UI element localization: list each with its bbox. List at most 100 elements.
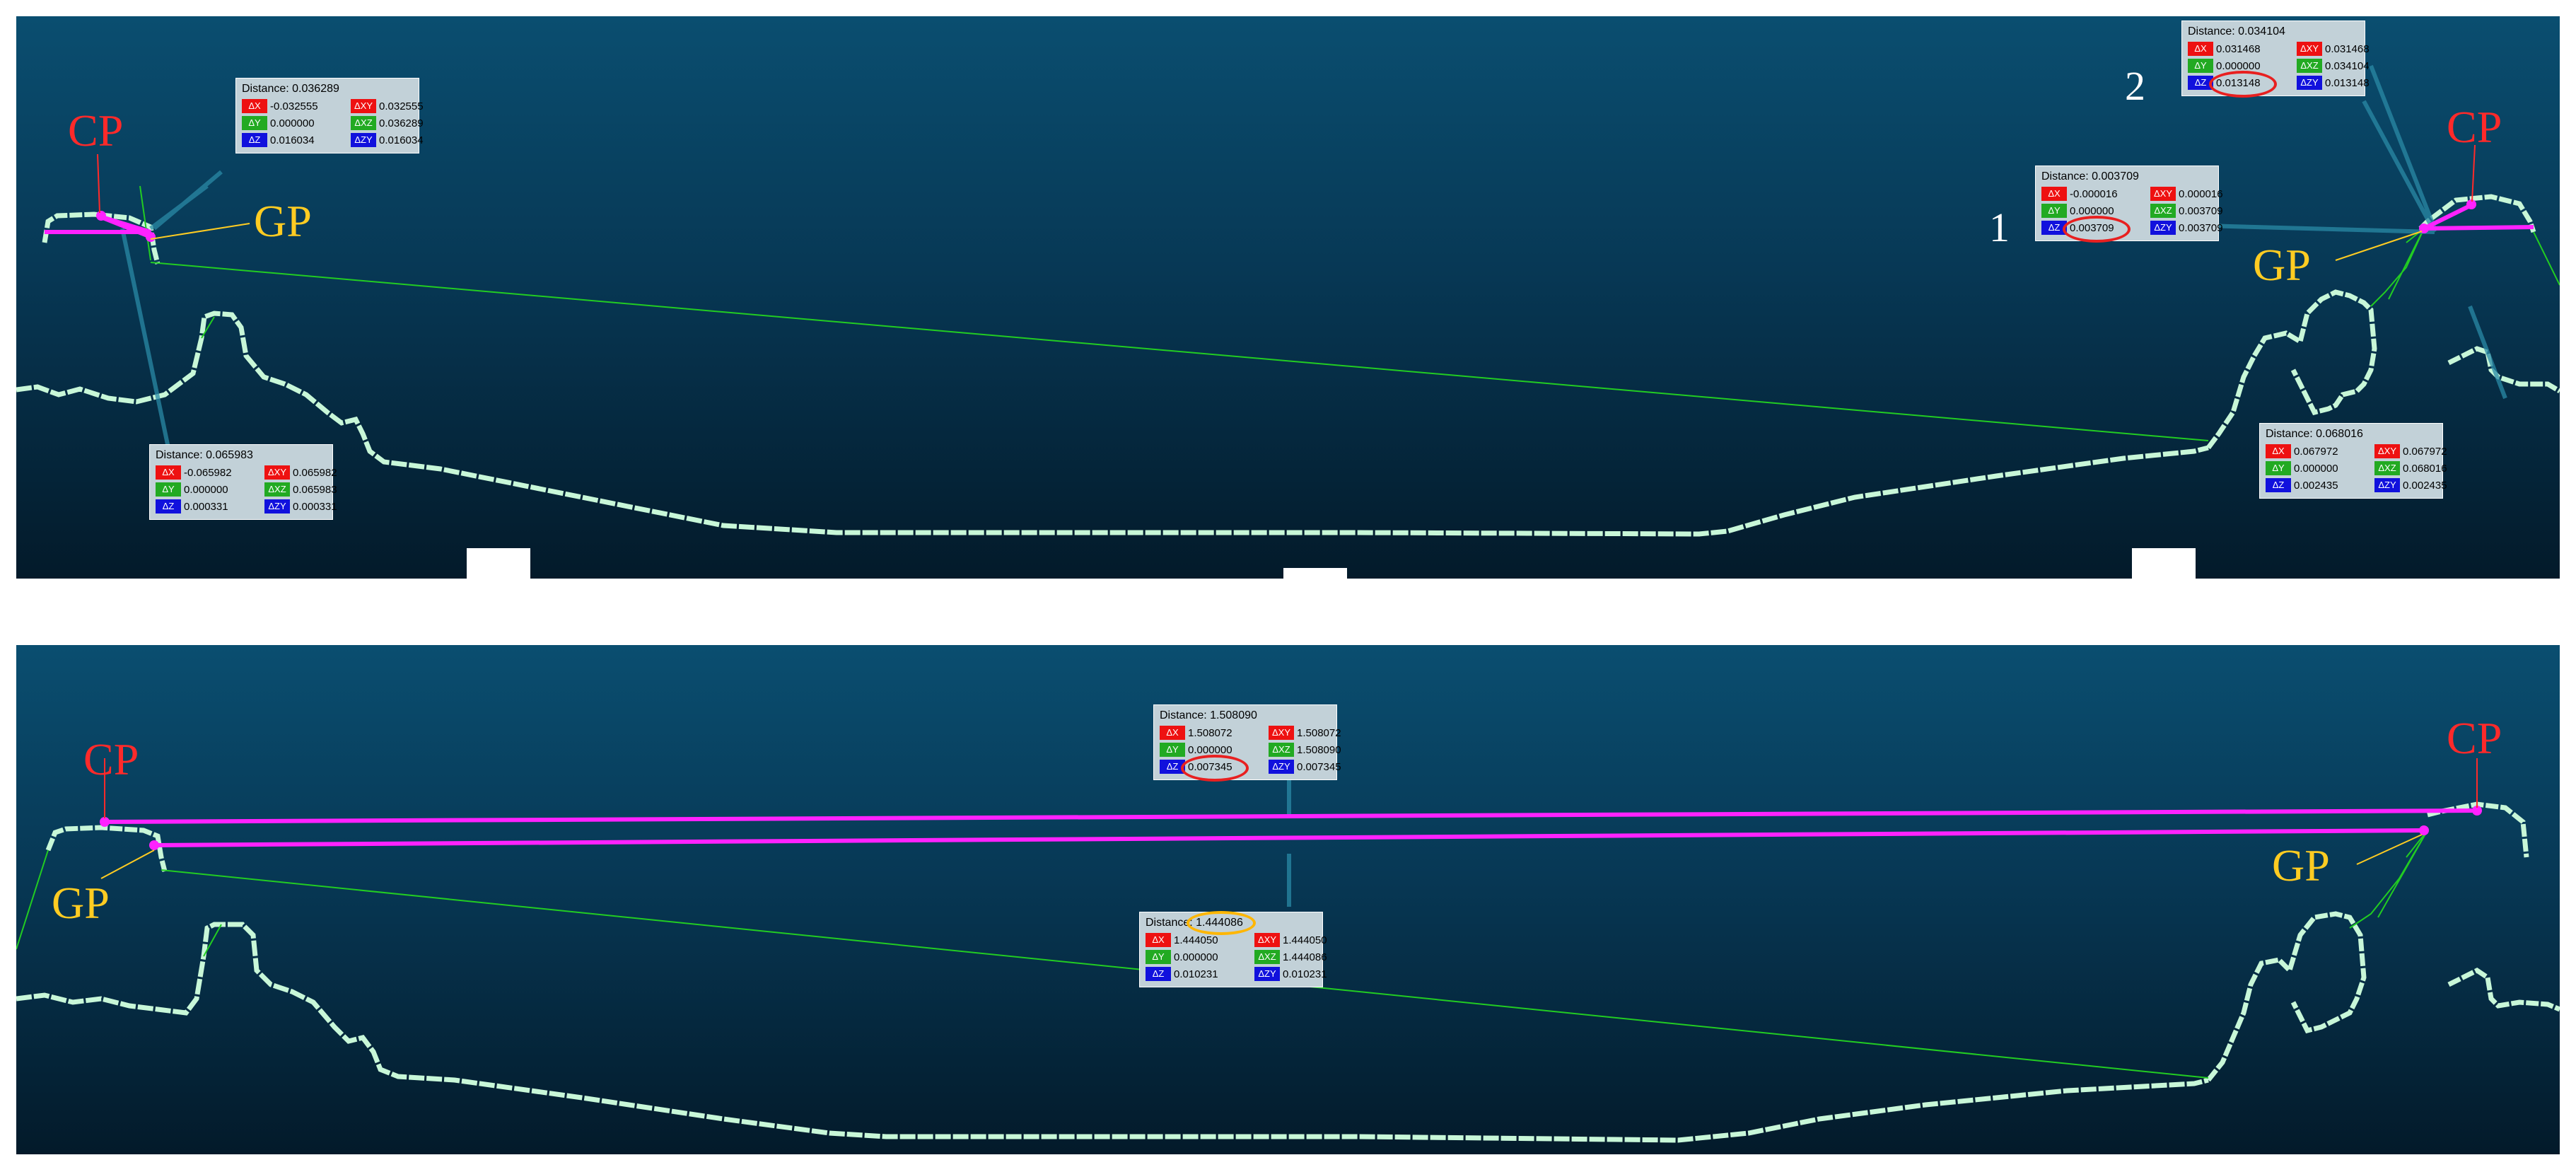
dxz-value: 1.508090 bbox=[1297, 743, 1341, 756]
dx-tag: ΔX bbox=[2188, 42, 2213, 56]
dy-value: 0.000000 bbox=[1188, 743, 1232, 756]
distance-label: Distance: bbox=[2266, 428, 2313, 440]
dy-value: 0.000000 bbox=[1174, 951, 1218, 963]
dxz-tag: ΔXZ bbox=[2297, 59, 2322, 73]
green-left-strut bbox=[203, 924, 222, 957]
dz-value: 0.007345 bbox=[1181, 754, 1266, 782]
cp-label-top-left: CP bbox=[68, 105, 124, 156]
dx-tag: ΔX bbox=[2041, 187, 2067, 201]
gp-leader-right bbox=[2335, 231, 2423, 261]
green-right-struts bbox=[2349, 830, 2428, 929]
highlight-ring bbox=[1181, 754, 1249, 782]
dz-tag: ΔZ bbox=[2188, 76, 2213, 90]
measure-line-left bbox=[45, 214, 152, 239]
distance-label: Distance: bbox=[2041, 170, 2089, 182]
cp-label-bottom-left: CP bbox=[83, 734, 139, 784]
dz-value: 0.016034 bbox=[270, 134, 315, 146]
dy-value: 0.000000 bbox=[2216, 59, 2261, 72]
highlight-ring-gold bbox=[1187, 911, 1256, 935]
distance-label: Distance: bbox=[156, 449, 203, 461]
dxz-tag: ΔXZ bbox=[2374, 461, 2400, 475]
green-left-side bbox=[16, 849, 49, 950]
gp-label-top-right: GP bbox=[2253, 240, 2311, 290]
dzy-value: 0.003709 bbox=[2179, 221, 2223, 234]
green-left-strut bbox=[139, 185, 151, 261]
green-left-strut2 bbox=[201, 316, 215, 339]
down-arrow-icon bbox=[1245, 568, 1386, 667]
gp-point-left bbox=[146, 232, 156, 242]
marker-label-1: 1 bbox=[1989, 204, 2010, 250]
distance-value: 0.036289 bbox=[292, 83, 339, 95]
dxz-value: 0.034104 bbox=[2325, 59, 2370, 72]
top-scene bbox=[16, 64, 2560, 537]
dzy-tag: ΔZY bbox=[1254, 967, 1280, 981]
cp-leader-right bbox=[2471, 144, 2476, 202]
dzy-value: 0.007345 bbox=[1297, 760, 1341, 773]
dxz-value: 1.444086 bbox=[1283, 951, 1327, 963]
dxy-value: 1.508072 bbox=[1297, 726, 1341, 739]
distance-label: Distance: bbox=[1146, 917, 1193, 929]
dz-value: 0.003709 bbox=[2063, 215, 2147, 243]
distance-value: 0.068016 bbox=[2316, 428, 2363, 440]
dy-tag: ΔY bbox=[1160, 743, 1185, 757]
profile-rail-right-lower bbox=[2206, 911, 2560, 1082]
gp-leader-left bbox=[150, 223, 250, 240]
dxz-tag: ΔXZ bbox=[351, 116, 376, 130]
dxy-tag: ΔXY bbox=[2374, 444, 2400, 458]
dxz-tag: ΔXZ bbox=[264, 482, 290, 497]
dy-tag: ΔY bbox=[2266, 461, 2291, 475]
dzy-value: 0.016034 bbox=[379, 134, 424, 146]
highlight-ring bbox=[2063, 215, 2131, 243]
dz-value: 0.002435 bbox=[2294, 479, 2338, 492]
gp-leader-left bbox=[100, 849, 155, 879]
dxy-tag: ΔXY bbox=[351, 99, 376, 113]
dz-tag: ΔZ bbox=[2041, 221, 2067, 235]
dx-value: 0.067972 bbox=[2294, 445, 2338, 458]
dx-tag: ΔX bbox=[1160, 726, 1185, 740]
dxy-tag: ΔXY bbox=[2297, 42, 2322, 56]
dx-value: 1.508072 bbox=[1188, 726, 1232, 739]
top-viewport[interactable]: CP GP CP GP 1 2 Distance: 0.036289 ΔX-0.… bbox=[16, 16, 2560, 579]
dx-tag: ΔX bbox=[2266, 444, 2291, 458]
distance-value: 0.065983 bbox=[206, 449, 253, 461]
dz-tag: ΔZ bbox=[156, 499, 181, 514]
highlight-ring bbox=[2209, 70, 2277, 98]
dy-tag: ΔY bbox=[1146, 950, 1171, 964]
dxy-value: 0.031468 bbox=[2325, 42, 2370, 55]
down-arrow-icon bbox=[2093, 548, 2234, 665]
dx-value: 1.444050 bbox=[1174, 934, 1218, 946]
leader-lines bbox=[120, 64, 2507, 448]
dy-tag: ΔY bbox=[156, 482, 181, 497]
dz-value: 0.000331 bbox=[184, 500, 228, 513]
dxy-tag: ΔXY bbox=[1269, 726, 1294, 740]
dxz-tag: ΔXZ bbox=[1269, 743, 1294, 757]
dxy-tag: ΔXY bbox=[2150, 187, 2176, 201]
gp-label-top-left: GP bbox=[254, 196, 312, 246]
cp-label-bottom-right: CP bbox=[2447, 713, 2502, 763]
cp-leader-left bbox=[97, 153, 100, 214]
dzy-tag: ΔZY bbox=[264, 499, 290, 514]
dz-tag: ΔZ bbox=[2266, 478, 2291, 492]
down-arrow-icon bbox=[428, 548, 569, 665]
measure-line-cp bbox=[104, 808, 2478, 824]
green-right-side bbox=[2533, 231, 2560, 286]
distance-label: Distance: bbox=[1160, 709, 1207, 721]
dy-value: 0.000000 bbox=[270, 117, 315, 129]
dx-value: -0.032555 bbox=[270, 100, 318, 112]
dxy-value: 0.065982 bbox=[293, 466, 337, 479]
measure-line-gp bbox=[153, 828, 2425, 847]
dzy-tag: ΔZY bbox=[2374, 478, 2400, 492]
dy-tag: ΔY bbox=[242, 116, 267, 130]
dy-value: 0.000000 bbox=[2294, 462, 2338, 475]
distance-value: 1.508090 bbox=[1210, 709, 1257, 721]
dz-value: 0.010231 bbox=[1174, 968, 1218, 980]
dx-value: -0.000016 bbox=[2070, 187, 2118, 200]
